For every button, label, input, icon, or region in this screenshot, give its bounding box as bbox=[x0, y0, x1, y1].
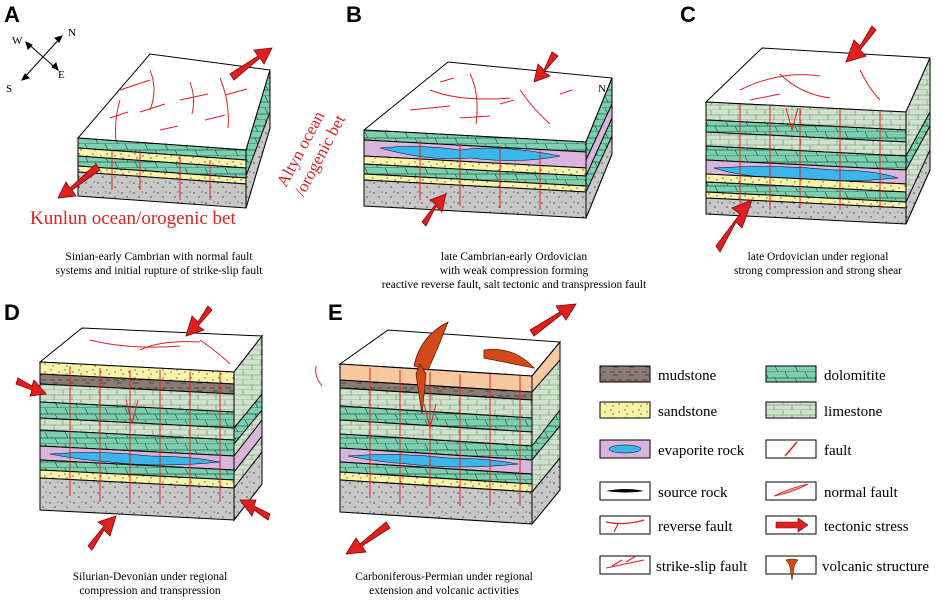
stress-arrow-b-top bbox=[533, 51, 559, 83]
stress-arrow-e-sw bbox=[345, 521, 391, 555]
volcanic-icon bbox=[785, 558, 799, 581]
svg-text:limestone: limestone bbox=[824, 404, 883, 420]
block-b-faults bbox=[409, 73, 573, 210]
svg-text:volcanic structure: volcanic structure bbox=[822, 559, 929, 575]
panel-b-caption-1: late Cambrian-early Ordovician bbox=[441, 251, 587, 263]
block-b bbox=[362, 61, 613, 219]
panel-b: B N late Cambrian-early Ordovician w bbox=[346, 2, 647, 291]
block-a-faults bbox=[109, 69, 248, 200]
compass-e: E bbox=[58, 69, 65, 81]
panel-e-caption-2: extension and volcanic activities bbox=[369, 585, 519, 597]
block-e bbox=[338, 329, 562, 526]
stress-arrow-e-ne bbox=[529, 303, 577, 337]
legend-item-limestone: limestone bbox=[765, 401, 883, 420]
stress-arrow-d-right bbox=[239, 499, 271, 521]
panel-d-caption-1: Silurian-Devonian under regional bbox=[73, 571, 228, 583]
panel-c: C late Ordovician und bbox=[680, 2, 931, 277]
svg-text:reverse fault: reverse fault bbox=[658, 519, 733, 535]
volcanic-intrusions bbox=[413, 321, 536, 415]
compass-rose bbox=[21, 35, 63, 81]
stress-arrow-c-bottom bbox=[715, 199, 753, 253]
svg-text:mudstone: mudstone bbox=[658, 368, 717, 384]
panel-a-letter: A bbox=[4, 2, 20, 27]
block-a bbox=[76, 53, 271, 209]
compass-s: S bbox=[6, 83, 12, 95]
stress-arrow-b-bottom bbox=[421, 193, 447, 227]
panel-b-caption-3: reactive reverse fault, salt tectonic an… bbox=[382, 279, 647, 291]
stress-arrow-d-top bbox=[185, 305, 213, 337]
panel-c-caption-1: late Ordovician under regional bbox=[748, 251, 889, 263]
svg-text:fault: fault bbox=[824, 443, 852, 459]
block-d bbox=[38, 327, 263, 522]
panel-c-letter: C bbox=[680, 2, 696, 27]
panel-b-letter: B bbox=[346, 2, 362, 27]
compass-n: N bbox=[68, 27, 76, 39]
svg-text:normal fault: normal fault bbox=[824, 485, 899, 501]
svg-text:dolomitite: dolomitite bbox=[824, 368, 886, 384]
legend-item-dolomitite: dolomitite bbox=[765, 365, 886, 384]
panel-a-caption-2: systems and initial rupture of strike-sl… bbox=[56, 265, 264, 277]
svg-text:evaporite rock: evaporite rock bbox=[658, 443, 745, 459]
north-mark-b: N bbox=[598, 83, 606, 95]
stress-arrow-a-sw bbox=[57, 163, 101, 199]
legend-item-evaporite: evaporite rock bbox=[599, 439, 745, 459]
panel-d-caption-2: compression and transpression bbox=[79, 585, 220, 597]
legend-item-strike-slip-fault: strike-slip fault bbox=[599, 555, 748, 575]
panel-b-caption-2: with weak compression forming bbox=[440, 265, 589, 277]
block-e-faults bbox=[315, 365, 521, 506]
block-d-faults bbox=[69, 339, 231, 504]
panel-e: E bbox=[315, 300, 577, 597]
panel-d: D bbox=[4, 300, 271, 597]
stress-arrow-a-ne bbox=[229, 47, 273, 81]
legend-item-mudstone: mudstone bbox=[599, 365, 717, 384]
stress-arrow-c-top bbox=[845, 25, 877, 63]
stress-arrow-d-left bbox=[15, 377, 47, 397]
svg-text:source rock: source rock bbox=[658, 485, 728, 501]
legend-item-volcanic-structure: volcanic structure bbox=[765, 555, 929, 581]
svg-text:tectonic stress: tectonic stress bbox=[824, 519, 909, 535]
stress-arrow-d-bottom bbox=[87, 515, 117, 551]
panel-a: A N W E S bbox=[4, 2, 349, 277]
svg-text:sandstone: sandstone bbox=[658, 404, 718, 420]
legend-item-normal-fault: normal fault bbox=[765, 481, 899, 501]
panel-e-caption-1: Carboniferous-Permian under regional bbox=[355, 571, 533, 583]
panel-d-letter: D bbox=[4, 300, 20, 325]
block-c bbox=[704, 47, 931, 225]
legend-item-fault: fault bbox=[765, 439, 852, 459]
kunlun-label: Kunlun ocean/orogenic bet bbox=[30, 208, 236, 229]
legend-item-tectonic-stress: tectonic stress bbox=[765, 515, 909, 535]
svg-text:strike-slip fault: strike-slip fault bbox=[656, 559, 748, 575]
legend-item-reverse-fault: reverse fault bbox=[599, 515, 733, 535]
legend: mudstone dolomitite sandstone limestone … bbox=[599, 365, 929, 581]
panel-a-caption-1: Sinian-early Cambrian with normal fault bbox=[65, 251, 253, 263]
panel-e-letter: E bbox=[328, 300, 343, 325]
legend-item-sandstone: sandstone bbox=[599, 401, 718, 420]
legend-item-source-rock: source rock bbox=[599, 481, 728, 501]
compass-w: W bbox=[12, 35, 23, 47]
panel-c-caption-2: strong compression and strong shear bbox=[734, 265, 902, 277]
block-c-faults bbox=[739, 69, 881, 210]
